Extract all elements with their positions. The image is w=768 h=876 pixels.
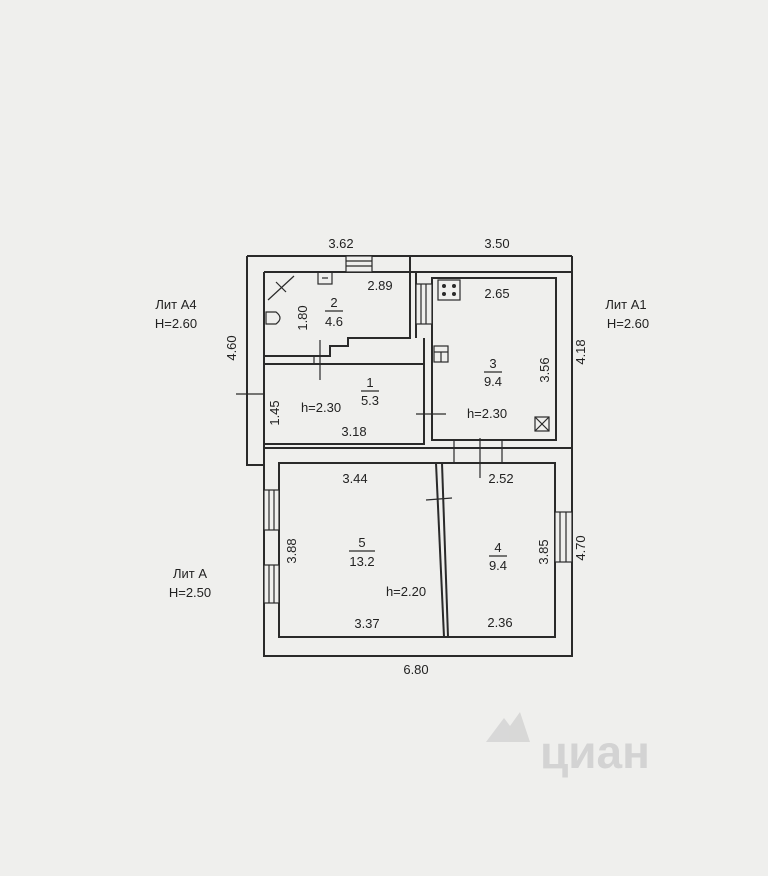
dim-room-2-inner: 1.80 [295,305,310,330]
dim-top-left: 3.62 [328,236,353,251]
room-3-number: 3 [489,356,496,371]
dim-room-4-top: 2.52 [488,471,513,486]
room-labels: 1 5.3 2 4.6 3 9.4 4 9.4 5 13.2 h=2.30 h=… [301,295,507,599]
dim-room-1-left: 1.45 [267,400,282,425]
room-5-area: 13.2 [349,554,374,569]
boiler-icon [534,416,550,432]
dim-room-3-right: 3.56 [537,357,552,382]
room-1-area: 5.3 [361,393,379,408]
dim-right-lower-outer: 4.70 [573,535,588,560]
toilet-icon [265,311,281,325]
litera-a4-name: Лит А4 [155,297,196,312]
litera-labels: Лит А4 H=2.60 Лит А1 H=2.60 Лит А H=2.50 [155,297,649,600]
outer-wall-left-a4 [246,256,264,466]
dimension-labels: 3.62 3.50 2.89 2.65 1.80 4.60 4.18 3.56 … [224,236,588,677]
window-lit-a4-left [236,384,264,404]
partition-4-5-left [435,462,445,638]
dim-room-5-left: 3.88 [284,538,299,563]
passage-3-4 [453,439,503,464]
room-1-ceiling-height: h=2.30 [301,400,341,415]
dim-room-5-top: 3.44 [342,471,367,486]
litera-a-height: H=2.50 [169,585,211,600]
shower-icon [267,275,295,301]
dim-bottom-outer: 6.80 [403,662,428,677]
room-5-ceiling-height: h=2.20 [386,584,426,599]
dim-room-4-right: 3.85 [536,539,551,564]
dim-room-3-top: 2.65 [484,286,509,301]
dim-top-right: 3.50 [484,236,509,251]
room-1-number: 1 [366,375,373,390]
litera-a4-height: H=2.60 [155,316,197,331]
window-lit-a-left-2 [263,564,280,604]
fixtures [265,271,550,432]
cian-logo-icon [486,712,530,742]
litera-a1-height: H=2.60 [607,316,649,331]
outer-wall-top [247,255,572,273]
room-2-area: 4.6 [325,314,343,329]
litera-a-name: Лит А [173,566,207,581]
room-2-number: 2 [330,295,337,310]
doors [319,340,503,501]
room-5-number: 5 [358,535,365,550]
water-heater-icon [433,345,449,363]
room-4-number: 4 [494,540,501,555]
window-lit-a-left-1 [263,489,280,531]
dim-room-1-bottom: 3.18 [341,424,366,439]
window-top-bathroom [345,255,373,273]
sink-icon [317,271,333,285]
room-3-area: 9.4 [484,374,502,389]
window-room-3-left [415,283,433,325]
dim-room-5-bottom: 3.37 [354,616,379,631]
dim-right-upper-outer: 4.18 [573,339,588,364]
dim-room-4-bottom: 2.36 [487,615,512,630]
dim-room-2-top: 2.89 [367,278,392,293]
litera-a1-name: Лит А1 [605,297,646,312]
watermark-text: циан [540,726,650,778]
dim-left-outer: 4.60 [224,335,239,360]
window-room-4-right [554,511,573,563]
windows [236,255,573,604]
door-4-5 [425,497,453,501]
stair-hatch [298,355,330,364]
partition-4-5-right [441,462,449,638]
room-4-area: 9.4 [489,558,507,573]
room-3-ceiling-height: h=2.30 [467,406,507,421]
stove-icon [437,279,461,301]
watermark-logo: циан [486,712,650,778]
